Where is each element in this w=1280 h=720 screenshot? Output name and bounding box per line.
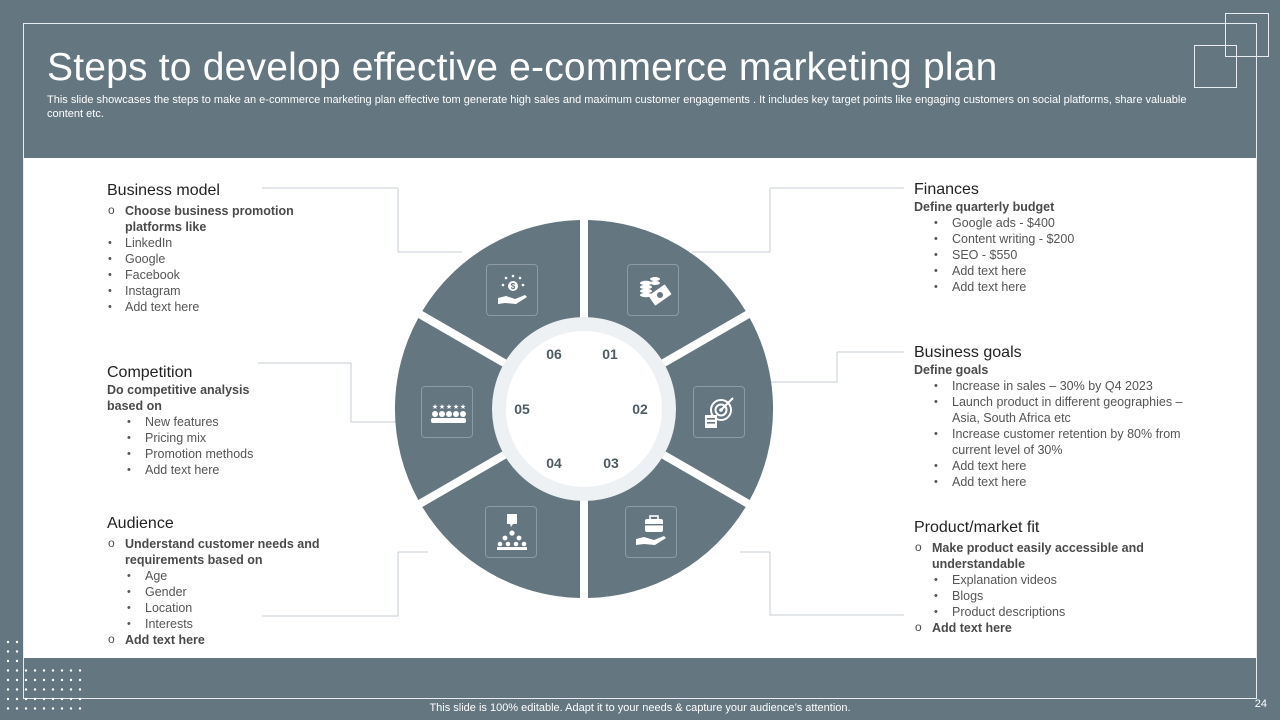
audience-title: Audience xyxy=(107,515,174,532)
dollar-hand-icon: $ xyxy=(486,264,538,316)
list-item: Add text here xyxy=(914,474,1184,490)
list-item: Add text here xyxy=(107,299,297,315)
list-item: Add text here xyxy=(914,458,1184,474)
audience-point: Understand customer needs and requiremen… xyxy=(107,535,322,568)
connector-lines xyxy=(258,187,904,617)
list-item: Pricing mix xyxy=(107,430,277,446)
finances-list: Google ads - $400 Content writing - $200… xyxy=(914,215,1174,295)
list-item: Add text here xyxy=(914,279,1174,295)
business-model-block: Business model Choose business promotion… xyxy=(107,181,297,315)
audience-point: Add text here xyxy=(107,631,322,648)
list-item: Location xyxy=(107,600,322,616)
segment-05 xyxy=(394,317,517,501)
list-item: Content writing - $200 xyxy=(914,231,1174,247)
list-item: Add text here xyxy=(914,263,1174,279)
list-item: Blogs xyxy=(914,588,1144,604)
list-item: Gender xyxy=(107,584,322,600)
center-circle xyxy=(506,331,662,487)
list-item: Add text here xyxy=(107,462,277,478)
list-item: SEO - $550 xyxy=(914,247,1174,263)
team-idea-icon xyxy=(485,506,537,558)
competition-list: New features Pricing mix Promotion metho… xyxy=(107,414,277,478)
list-item: Facebook xyxy=(107,267,297,283)
business-goals-subtitle: Define goals xyxy=(914,363,989,377)
product-market-fit-title: Product/market fit xyxy=(914,519,1040,536)
star-icon: ★ xyxy=(432,403,438,411)
list-item: Product descriptions xyxy=(914,604,1144,620)
decor-square-top xyxy=(1225,13,1269,57)
segment-number: 04 xyxy=(546,455,562,471)
competition-block: Competition Do competitive analysis base… xyxy=(107,363,277,478)
svg-text:$: $ xyxy=(511,282,516,291)
star-icon: ★ xyxy=(453,403,459,411)
finances-subtitle: Define quarterly budget xyxy=(914,200,1055,214)
slide-subtitle: This slide showcases the steps to make a… xyxy=(47,94,1187,120)
segment-number: 02 xyxy=(632,401,648,417)
list-item: LinkedIn xyxy=(107,235,297,251)
decor-square-bottom xyxy=(1194,45,1237,88)
competition-subtitle: Do competitive analysis based on xyxy=(107,383,250,413)
list-item: Interests xyxy=(107,616,322,632)
list-item: Age xyxy=(107,568,322,584)
product-market-fit-block: Product/market fit Make product easily a… xyxy=(914,518,1144,636)
diagram-segments xyxy=(394,220,774,598)
finances-title: Finances xyxy=(914,181,979,198)
business-model-list: LinkedIn Google Facebook Instagram Add t… xyxy=(107,235,297,315)
segment-number: 01 xyxy=(602,346,618,362)
list-item: Explanation videos xyxy=(914,572,1144,588)
money-icon xyxy=(627,264,679,316)
list-item: Promotion methods xyxy=(107,446,277,462)
list-item: Instagram xyxy=(107,283,297,299)
segment-number: 03 xyxy=(603,455,619,471)
list-item: New features xyxy=(107,414,277,430)
business-model-title: Business model xyxy=(107,182,220,199)
slide-footer: This slide is 100% editable. Adapt it to… xyxy=(429,702,851,714)
page-number: 24 xyxy=(1254,698,1267,710)
business-goals-list: Increase in sales – 30% by Q4 2023 Launc… xyxy=(914,378,1184,490)
audience-list: Age Gender Location Interests xyxy=(107,568,322,632)
business-model-point: Choose business promotion platforms like xyxy=(107,202,297,235)
slide-title: Steps to develop effective e-commerce ma… xyxy=(47,46,998,89)
product-market-fit-point: Add text here xyxy=(914,619,1144,636)
competition-title: Competition xyxy=(107,364,193,381)
segment-02 xyxy=(651,317,774,501)
star-icon: ★ xyxy=(460,403,466,411)
list-item: Google ads - $400 xyxy=(914,215,1174,231)
business-goals-title: Business goals xyxy=(914,344,1022,361)
list-item: Launch product in different geographies … xyxy=(914,394,1184,426)
business-goals-block: Business goals Define goals Increase in … xyxy=(914,343,1184,490)
star-icon: ★ xyxy=(446,403,452,411)
segment-number: 06 xyxy=(546,346,562,362)
segment-number: 05 xyxy=(514,401,530,417)
finances-block: Finances Define quarterly budget Google … xyxy=(914,180,1174,295)
rating-group-icon: ★★★★★ xyxy=(421,386,473,438)
target-icon xyxy=(693,386,745,438)
list-item: Google xyxy=(107,251,297,267)
audience-block: Audience Understand customer needs and r… xyxy=(107,514,322,648)
star-icon: ★ xyxy=(439,403,445,411)
segment-numbers: 01 02 03 04 05 06 xyxy=(514,346,648,471)
list-item: Increase customer retention by 80% from … xyxy=(914,426,1184,458)
list-item: Increase in sales – 30% by Q4 2023 xyxy=(914,378,1184,394)
slide-frame xyxy=(23,23,1257,699)
product-market-fit-point: Make product easily accessible and under… xyxy=(914,539,1144,572)
product-market-fit-list: Explanation videos Blogs Product descrip… xyxy=(914,572,1144,620)
briefcase-hand-icon xyxy=(625,506,677,558)
dot-grid-decoration xyxy=(6,640,82,710)
